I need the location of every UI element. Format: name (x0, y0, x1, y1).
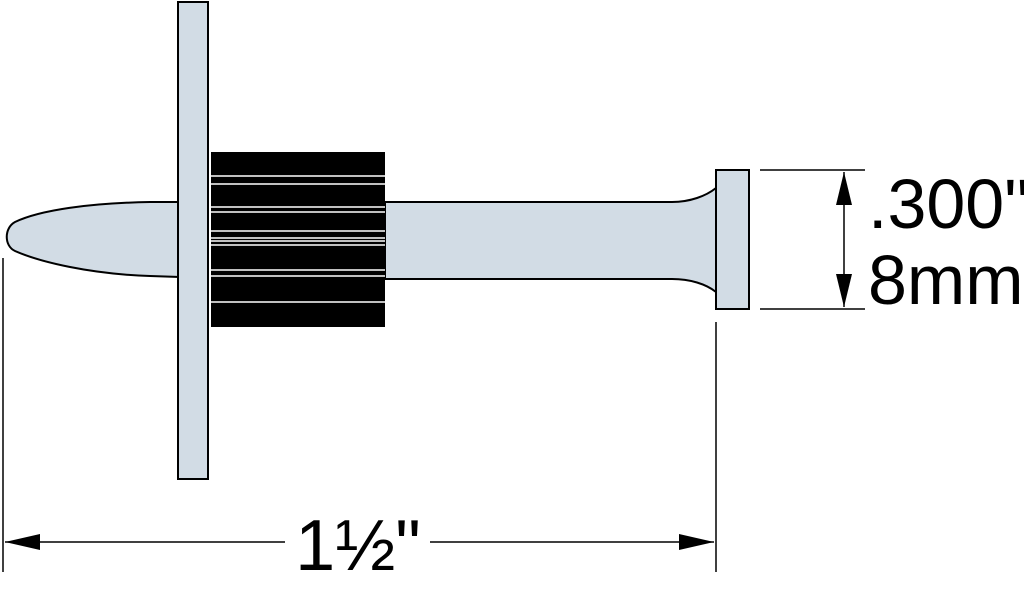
head-diameter-mm: 8mm (868, 241, 1024, 319)
arrow-left-icon (5, 534, 40, 550)
arrow-right-icon (679, 534, 714, 550)
length-label: 1½" (295, 506, 421, 586)
washer (177, 1, 209, 480)
fluted-collar (211, 152, 385, 327)
pin-shank (384, 187, 717, 293)
arrow-up-icon (836, 172, 852, 205)
head-diameter-dimension-line (836, 172, 852, 307)
length-dimension-line (5, 534, 714, 550)
head-diameter-inches: .300" (868, 165, 1024, 243)
pin-head (715, 169, 750, 310)
pin-point (5, 201, 181, 278)
arrow-down-icon (836, 274, 852, 307)
